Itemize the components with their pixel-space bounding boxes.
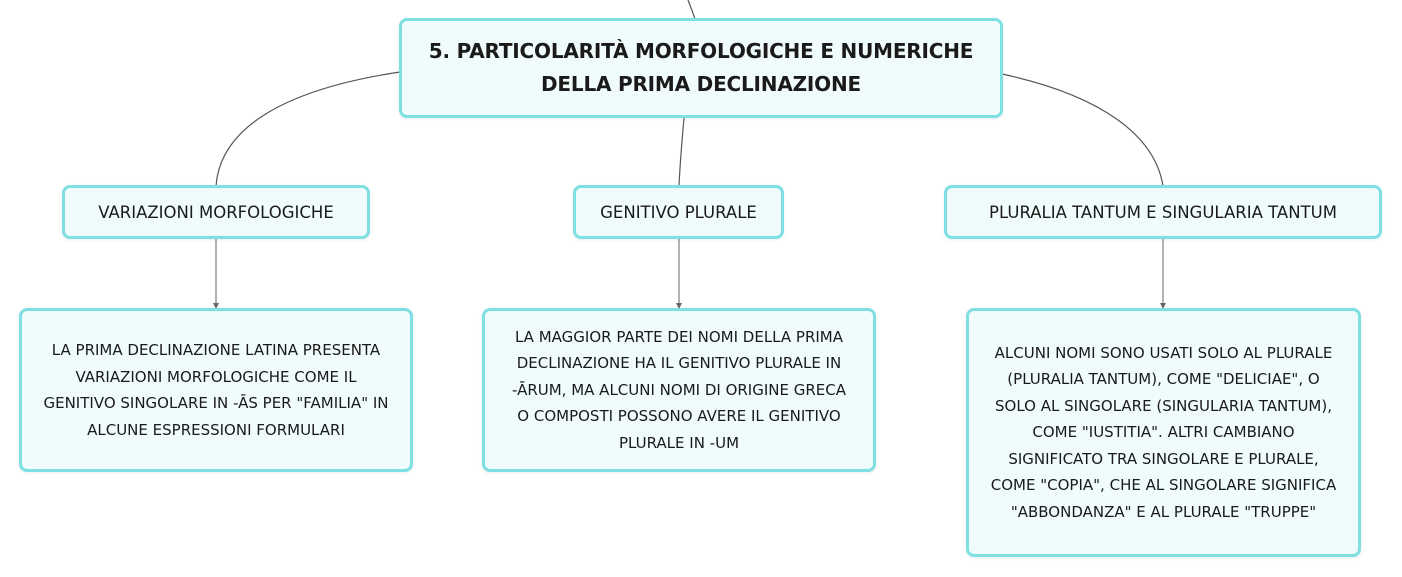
connector-root-to-genitivo [678,117,685,187]
detail-line: PLURALE IN -UM [618,433,740,452]
detail-node-variazioni-morfologiche[interactable]: LA PRIMA DECLINAZIONE LATINA PRESENTA VA… [19,308,413,472]
detail-line: SIGNIFICATO TRA SINGOLARE E PLURALE, [1008,449,1319,468]
detail-line: DECLINAZIONE HA IL GENITIVO PLURALE IN [516,354,842,373]
detail-text: LA MAGGIOR PARTE DEI NOMI DELLA PRIMA DE… [512,324,846,457]
root-topic-node[interactable]: 5. PARTICOLARITÀ MORFOLOGICHE E NUMERICH… [399,18,1003,118]
detail-line: COME "IUSTITIA". ALTRI CAMBIANO [1032,423,1295,442]
root-title-line-2: DELLA PRIMA DECLINAZIONE [541,72,861,96]
root-topic-title: 5. PARTICOLARITÀ MORFOLOGICHE E NUMERICH… [428,35,974,101]
branch-label: VARIAZIONI MORFOLOGICHE [98,202,334,222]
detail-line: -ĀRUM, MA ALCUNI NOMI DI ORIGINE GRECA [511,380,846,399]
connector-root-to-variazioni [215,71,401,187]
detail-line: O COMPOSTI POSSONO AVERE IL GENITIVO [517,407,841,426]
detail-line: LA PRIMA DECLINAZIONE LATINA PRESENTA [51,341,381,359]
detail-line: COME "COPIA", CHE AL SINGOLARE SIGNIFICA [990,476,1337,495]
detail-line: LA MAGGIOR PARTE DEI NOMI DELLA PRIMA [514,327,843,346]
branch-node-variazioni-morfologiche[interactable]: VARIAZIONI MORFOLOGICHE [62,185,370,239]
connector-root-to-pluralia [1001,73,1164,187]
detail-node-genitivo-plurale[interactable]: LA MAGGIOR PARTE DEI NOMI DELLA PRIMA DE… [482,308,876,472]
detail-line: VARIAZIONI MORFOLOGICHE COME IL [75,367,357,386]
detail-node-pluralia-singularia-tantum[interactable]: ALCUNI NOMI SONO USATI SOLO AL PLURALE (… [966,308,1361,557]
detail-line: ALCUNE ESPRESSIONI FORMULARI [87,420,345,439]
detail-line: GENITIVO SINGOLARE IN -ĀS PER "FAMILIA" … [43,394,389,412]
detail-line: SOLO AL SINGOLARE (SINGULARIA TANTUM), [995,396,1332,415]
root-title-line-1: 5. PARTICOLARITÀ MORFOLOGICHE E NUMERICH… [428,39,974,63]
detail-line: ALCUNI NOMI SONO USATI SOLO AL PLURALE [994,343,1333,362]
branch-label: PLURALIA TANTUM E SINGULARIA TANTUM [989,202,1337,222]
branch-label: GENITIVO PLURALE [600,202,757,222]
detail-line: "ABBONDANZA" E AL PLURALE "TRUPPE" [1010,502,1317,521]
connector-parent-to-root [687,0,696,20]
detail-text: LA PRIMA DECLINAZIONE LATINA PRESENTA VA… [43,337,388,443]
branch-node-genitivo-plurale[interactable]: GENITIVO PLURALE [573,185,784,239]
branch-node-pluralia-singularia-tantum[interactable]: PLURALIA TANTUM E SINGULARIA TANTUM [944,185,1382,239]
detail-line: (PLURALIA TANTUM), COME "DELICIAE", O [1007,370,1320,389]
detail-text: ALCUNI NOMI SONO USATI SOLO AL PLURALE (… [991,340,1336,526]
